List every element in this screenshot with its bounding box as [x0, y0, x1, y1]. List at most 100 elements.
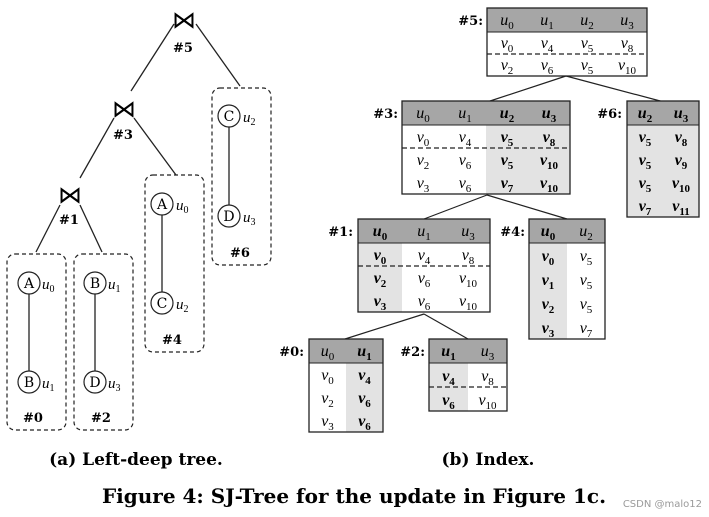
cell-text: v2: [374, 270, 387, 290]
cell-text: v0: [542, 248, 555, 268]
tree-edges: [35, 23, 241, 253]
cell-text: v10: [459, 293, 478, 313]
cell-text: v2: [501, 57, 514, 77]
edge-op1-leaf0: [35, 204, 61, 253]
cell-text: u2: [500, 105, 515, 125]
cell-text: u0: [373, 223, 388, 243]
table-label: #3:: [373, 107, 398, 122]
vertex-node: [83, 271, 107, 295]
cell-text: v5: [639, 175, 652, 195]
cell-text: v5: [501, 129, 514, 149]
cell-text: v5: [580, 248, 593, 268]
bold-column-bg: [529, 243, 567, 339]
index-diagram: u0 u1 u2 u3 v0 v4 v5 v8 v2 v6 v5 v10 #5: u0 u1 u2 u3 v0 v4…: [279, 7, 700, 433]
vertex-node: [217, 204, 241, 228]
cell-text: v3: [542, 320, 555, 340]
vertex-var: u2: [176, 297, 189, 315]
vertex-node: [17, 271, 41, 295]
cell-text: v6: [418, 293, 431, 313]
vertex-letter: A: [23, 276, 35, 292]
cell-text: u0: [500, 12, 514, 32]
cell-text: v10: [618, 57, 637, 77]
table-label: #5:: [458, 14, 483, 29]
bold-column-bg: [528, 125, 570, 194]
cell-text: u3: [542, 105, 557, 125]
cell-text: v5: [501, 152, 514, 172]
bold-column-bg: [346, 363, 383, 432]
cell-text: v6: [459, 152, 472, 172]
cell-text: v6: [459, 175, 472, 195]
cell-text: v0: [321, 367, 334, 387]
cell-text: v6: [358, 413, 371, 433]
table-border: [308, 338, 384, 433]
table-label: #2:: [400, 345, 425, 360]
cell-text: v10: [478, 392, 497, 412]
cell-text: v10: [540, 152, 559, 172]
edge-t5-t6: [565, 75, 665, 103]
caption-a: (a) Left-deep tree.: [49, 450, 223, 470]
vertex-node: [150, 291, 174, 315]
cell-text: u1: [540, 12, 554, 32]
leaf-box: [144, 174, 205, 353]
cell-text: u2: [579, 223, 593, 243]
vertex-var: u1: [42, 376, 55, 394]
cell-text: v4: [459, 129, 472, 149]
cell-text: u0: [416, 105, 430, 125]
cell-text: v8: [462, 247, 475, 267]
cell-text: v2: [321, 390, 334, 410]
index-tables: u0 u1 u2 u3 v0 v4 v5 v8 v2 v6 v5 v10 #5: u0 u1 u2 u3 v0 v4…: [279, 7, 700, 433]
cell-text: v8: [543, 129, 556, 149]
bold-column-bg: [663, 125, 699, 217]
cell-text: v7: [501, 175, 514, 195]
join-symbol: ⋈: [172, 6, 196, 34]
table-label: #6:: [597, 107, 622, 122]
cell-text: v5: [580, 272, 593, 292]
cell-text: u0: [541, 223, 556, 243]
cell-text: v8: [675, 129, 688, 149]
cell-text: v5: [639, 129, 652, 149]
cell-text: u1: [441, 343, 455, 363]
vertex-letter: A: [156, 197, 168, 213]
join-op1: ⋈ #1: [58, 181, 82, 228]
cell-text: v8: [621, 35, 634, 55]
cell-text: v6: [442, 392, 455, 412]
cell-text: v4: [442, 368, 455, 388]
cell-text: v4: [541, 35, 554, 55]
table-border: [528, 218, 606, 340]
table-header-bg: [309, 339, 383, 363]
vertex-letter: B: [90, 276, 100, 292]
cell-text: v0: [501, 35, 514, 55]
vertex-node: [83, 370, 107, 394]
edge-op1-leaf2: [79, 204, 103, 253]
cell-text: u3: [674, 105, 689, 125]
table-border: [626, 100, 700, 218]
figure-caption: Figure 4: SJ-Tree for the update in Figu…: [102, 484, 606, 508]
leaf-0: A u0 B u1 #0: [6, 253, 67, 431]
cell-text: u3: [620, 12, 634, 32]
table-label: #4:: [500, 225, 525, 240]
table-label: #0:: [279, 345, 304, 360]
cell-text: v10: [672, 175, 691, 195]
cell-text: v2: [542, 296, 555, 316]
edge-op5-op3: [130, 23, 175, 92]
cell-text: v6: [418, 270, 431, 290]
cell-text: v8: [481, 368, 494, 388]
leaf-4: A u0 C u2 #4: [144, 174, 205, 353]
join-symbol: ⋈: [58, 181, 82, 209]
edge-op3-op1: [79, 117, 115, 179]
table-header-bg: [358, 219, 490, 243]
edge-op3-leaf4: [133, 117, 177, 176]
join-symbol: ⋈: [112, 95, 136, 123]
cell-text: u3: [461, 223, 475, 243]
table-header-bg: [402, 101, 570, 125]
leaf-label: #2: [91, 411, 111, 426]
vertex-node: [17, 370, 41, 394]
bold-column-bg: [486, 125, 528, 194]
cell-text: v4: [418, 247, 431, 267]
leaf-6: C u2 D u3 #6: [211, 87, 272, 266]
leaf-label: #4: [162, 333, 182, 348]
